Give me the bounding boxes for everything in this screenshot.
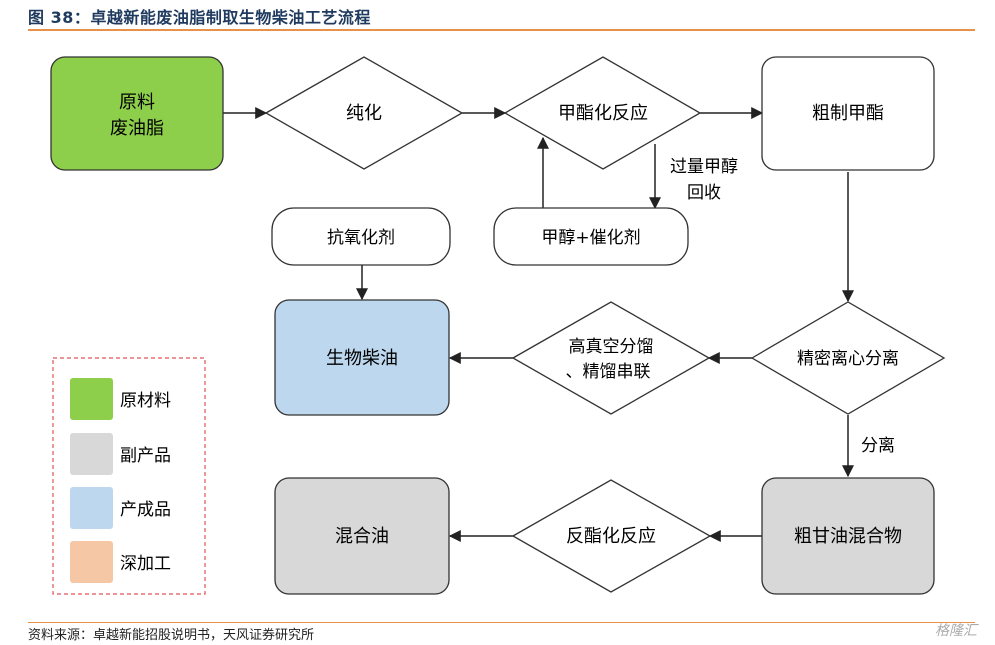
legend-item-byproduct: 副产品 [70,433,171,475]
node-antioxidant [271,207,451,266]
node-antioxidant-label: 抗氧化剂 [327,228,395,248]
node-centrifuge-label: 精密离心分离 [797,349,899,369]
footer-rule [28,622,975,623]
methanol-recovery-line1: 过量甲醇 [670,157,738,177]
node-purify [264,56,464,170]
node-distill [511,301,711,415]
legend-label-raw: 原材料 [120,391,171,411]
methanol-recovery-line2: 回收 [687,183,721,203]
node-glycerol-mix [761,477,935,595]
node-methanol-catalyst-label: 甲醇+催化剂 [541,228,640,248]
legend-swatch-byproduct [70,433,113,475]
node-methanol-catalyst [493,207,689,266]
legend-label-product: 产成品 [120,500,171,520]
node-biodiesel [274,299,450,416]
node-glycerol-mix-label: 粗甘油混合物 [794,526,902,547]
legend-swatch-product [70,487,113,529]
node-distill-line2: 、精馏串联 [566,362,651,382]
figure-title: 图 38：卓越新能废油脂制取生物柴油工艺流程 [28,8,371,27]
legend-item-deep: 深加工 [70,541,171,583]
legend-box [52,357,206,595]
node-centrifuge [750,301,946,415]
node-reverse-react-label: 反酯化反应 [566,526,656,547]
title-rule [28,29,975,31]
node-esterify [503,56,702,170]
node-raw-material-line1: 原料 [119,92,155,113]
legend-item-product: 产成品 [70,487,171,529]
watermark-logo: 格隆汇 [935,623,977,639]
node-crude-ester [761,56,935,171]
legend-swatch-raw [70,378,113,420]
node-raw-material-line2: 废油脂 [110,118,164,139]
node-biodiesel-label: 生物柴油 [326,348,398,369]
legend-swatch-deep [70,541,113,583]
node-mixed-oil [274,477,450,595]
node-raw-material [50,56,224,171]
source-note: 资料来源：卓越新能招股说明书，天风证券研究所 [28,628,315,643]
node-esterify-label: 甲酯化反应 [558,103,648,124]
legend-label-deep: 深加工 [120,554,171,574]
node-reverse-react [511,479,712,593]
node-distill-line1: 高真空分馏 [569,337,654,357]
separate-label: 分离 [861,436,895,456]
node-mixed-oil-label: 混合油 [335,526,389,547]
node-crude-ester-label: 粗制甲酯 [812,103,884,124]
node-purify-label: 纯化 [346,103,382,124]
legend-label-byproduct: 副产品 [120,446,171,466]
legend-item-raw: 原材料 [70,378,171,420]
